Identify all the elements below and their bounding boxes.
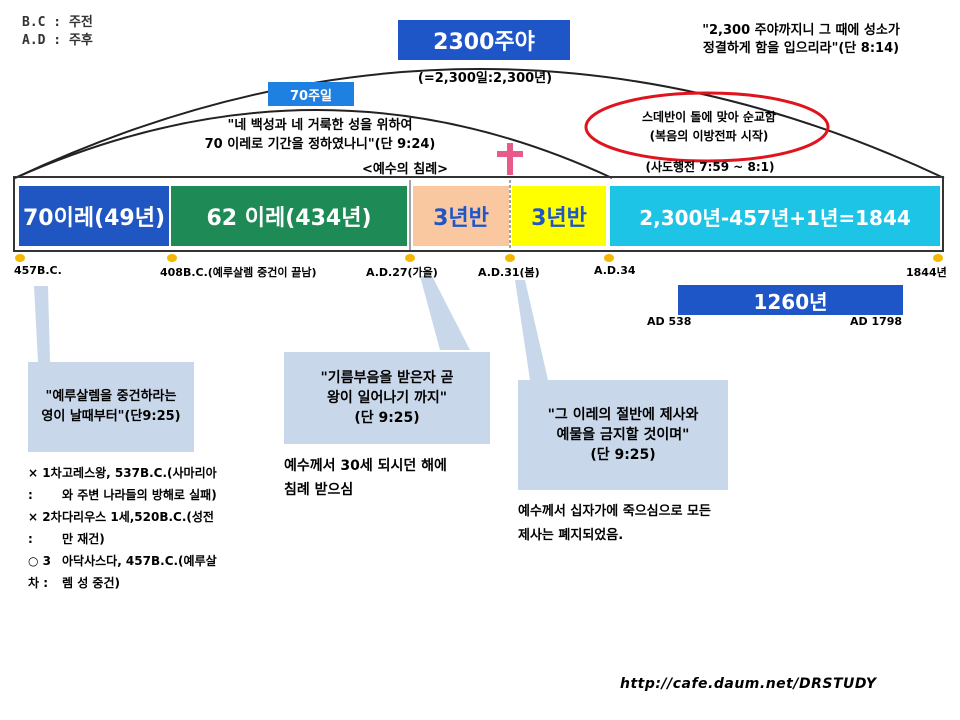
legend-ad: A.D : 주후 xyxy=(22,33,93,48)
note3-line2: 제사는 폐지되었음. xyxy=(518,528,624,543)
ad-538: AD 538 xyxy=(647,315,692,328)
list-item: × 2차 :다리우스 1세,520B.C.(성전만 재건) xyxy=(28,506,218,550)
quote-right-line1: "2,300 주야까지니 그 때에 성소가 xyxy=(702,23,900,38)
tick-1844: 1844년 xyxy=(906,266,947,279)
note3-line1: 예수께서 십자가에 죽으심으로 모든 xyxy=(518,504,711,519)
callout-sacrifice: "그 이레의 절반에 제사와 예물을 금지할 것이며" (단 9:25) xyxy=(518,380,728,490)
note2-line2: 침례 받으심 xyxy=(284,482,354,498)
marker-408bc xyxy=(167,254,177,262)
note-baptism: 예수께서 30세 되시던 해에 침례 받으심 xyxy=(284,454,504,502)
subtitle: (=2,300일:2,300년) xyxy=(417,71,553,86)
list-mark: × 1차 : xyxy=(28,466,62,502)
marker-ad31 xyxy=(505,254,515,262)
title-2300: 2300주야 xyxy=(398,20,570,60)
bar-1260-years: 1260년 xyxy=(678,285,903,315)
callout-anointed: "기름부음을 받은자 곧 왕이 일어나기 까지" (단 9:25) xyxy=(284,352,490,444)
tick-ad34: A.D.34 xyxy=(594,264,636,277)
callout3-line1: "그 이레의 절반에 제사와 xyxy=(547,407,699,423)
marker-457bc xyxy=(15,254,25,262)
list-text: 고레스왕, 537B.C.(사마리아와 주변 나라들의 방해로 실패) xyxy=(62,466,217,502)
callout1-line1: "예루살렘을 중건하라는 xyxy=(45,389,177,404)
list-item: × 1차 :고레스왕, 537B.C.(사마리아와 주변 나라들의 방해로 실패… xyxy=(28,462,218,506)
legend: B.C : 주전 A.D : 주후 xyxy=(22,14,93,50)
quote-right-line2: 정결하게 함을 입으리라"(단 8:14) xyxy=(702,41,900,56)
list-mark: ○ 3차 : xyxy=(28,554,51,590)
ad-1798: AD 1798 xyxy=(850,315,903,328)
note2-line1: 예수께서 30세 되시던 해에 xyxy=(284,458,447,474)
acts-reference: (사도행전 7:59 ~ 8:1) xyxy=(645,160,775,174)
stephen-line2: (복음의 이방전파 시작) xyxy=(649,129,769,143)
callout-decree: "예루살렘을 중건하라는 영이 날때부터"(단9:25) xyxy=(28,362,194,452)
callout2-line3: (단 9:25) xyxy=(354,410,420,426)
tick-457bc: 457B.C. xyxy=(14,264,62,277)
decree-list: × 1차 :고레스왕, 537B.C.(사마리아와 주변 나라들의 방해로 실패… xyxy=(28,462,218,594)
segment-62-weeks: 62 이레(434년) xyxy=(171,186,407,246)
marker-ad27 xyxy=(405,254,415,262)
segment-half-week-1: 3년반 xyxy=(413,186,509,246)
quote-mid-line1: "네 백성과 네 거룩한 성을 위하여 xyxy=(227,118,413,133)
callout2-line1: "기름부음을 받은자 곧 xyxy=(320,370,454,386)
highlight-circle xyxy=(584,91,830,163)
list-mark: × 2차 : xyxy=(28,510,62,546)
marker-ad34 xyxy=(604,254,614,262)
callout3-line2: 예물을 금지할 것이며" xyxy=(556,427,690,443)
segment-70-weeks: 70이레(49년) xyxy=(19,186,169,246)
label-70-weeks: 70주일 xyxy=(268,82,354,106)
stephen-note: 스데반이 돌에 맞아 순교함 (복음의 이방전파 시작) xyxy=(600,108,818,146)
note-cross: 예수께서 십자가에 죽으심으로 모든 제사는 폐지되었음. xyxy=(518,500,758,548)
tick-ad31: A.D.31(봄) xyxy=(478,266,540,279)
callout3-pointer xyxy=(515,280,548,380)
quote-dan-8-14: "2,300 주야까지니 그 때에 성소가 정결하게 함을 입으리라"(단 8:… xyxy=(656,22,946,58)
tick-ad27: A.D.27(가을) xyxy=(366,266,438,279)
list-item: ○ 3차 : 아닥사스다, 457B.C.(예루살렘 성 중건) xyxy=(28,550,218,594)
legend-bc: B.C : 주전 xyxy=(22,15,93,30)
callout2-pointer xyxy=(420,276,470,350)
small-arc xyxy=(14,109,613,179)
timeline-frame xyxy=(13,176,944,252)
quote-mid-line2: 70 이레로 기간을 정하였나니"(단 9:24) xyxy=(204,137,436,152)
callout1-pointer xyxy=(34,286,50,362)
cross-icon xyxy=(497,143,523,175)
stephen-line1: 스데반이 돌에 맞아 순교함 xyxy=(642,110,776,124)
list-text: 아닥사스다, 457B.C.(예루살렘 성 중건) xyxy=(62,554,217,590)
segment-remaining: 2,300년-457년+1년=1844 xyxy=(610,186,940,246)
tick-408bc: 408B.C.(예루살렘 중건이 끝남) xyxy=(160,266,317,279)
callout3-line3: (단 9:25) xyxy=(590,447,656,463)
segment-half-week-2: 3년반 xyxy=(512,186,606,246)
source-url: http://cafe.daum.net/DRSTUDY xyxy=(620,676,877,692)
marker-1844 xyxy=(933,254,943,262)
callout2-line2: 왕이 일어나기 까지" xyxy=(326,390,448,406)
list-text: 다리우스 1세,520B.C.(성전만 재건) xyxy=(62,510,214,546)
big-arc xyxy=(14,68,945,179)
baptism-label: <예수의 침례> xyxy=(361,162,449,177)
callout1-line2: 영이 날때부터"(단9:25) xyxy=(41,409,181,424)
quote-dan-9-24: "네 백성과 네 거룩한 성을 위하여 70 이레로 기간을 정하였나니"(단 … xyxy=(160,116,480,154)
